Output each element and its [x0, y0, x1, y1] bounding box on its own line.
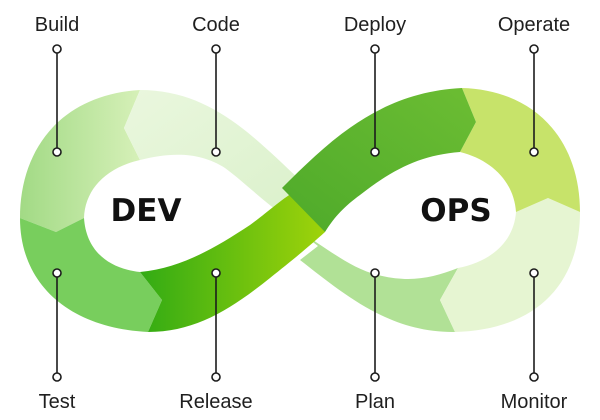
label-plan: Plan: [355, 391, 395, 413]
segment-operate: [460, 88, 580, 212]
segment-build: [20, 90, 140, 232]
segment-test: [20, 218, 162, 332]
label-operate: Operate: [498, 14, 570, 36]
segment-deploy: [282, 88, 476, 232]
segment-plan: [300, 232, 458, 333]
label-deploy: Deploy: [344, 14, 406, 36]
segment-release: [140, 188, 325, 332]
pin-operate: [529, 44, 539, 157]
label-release: Release: [179, 391, 252, 413]
label-build: Build: [35, 14, 79, 36]
pin-release: [211, 268, 221, 382]
pin-plan: [370, 268, 380, 382]
pin-code: [211, 44, 221, 157]
label-monitor: Monitor: [501, 391, 568, 413]
pin-build: [52, 44, 62, 157]
segment-code: [124, 90, 325, 232]
ops-label: OPS: [420, 193, 491, 229]
dev-label: DEV: [111, 193, 182, 229]
pin-test: [52, 268, 62, 382]
pin-monitor: [529, 268, 539, 382]
segment-monitor: [440, 198, 580, 332]
label-code: Code: [192, 14, 240, 36]
label-test: Test: [39, 391, 76, 413]
pin-deploy: [370, 44, 380, 157]
